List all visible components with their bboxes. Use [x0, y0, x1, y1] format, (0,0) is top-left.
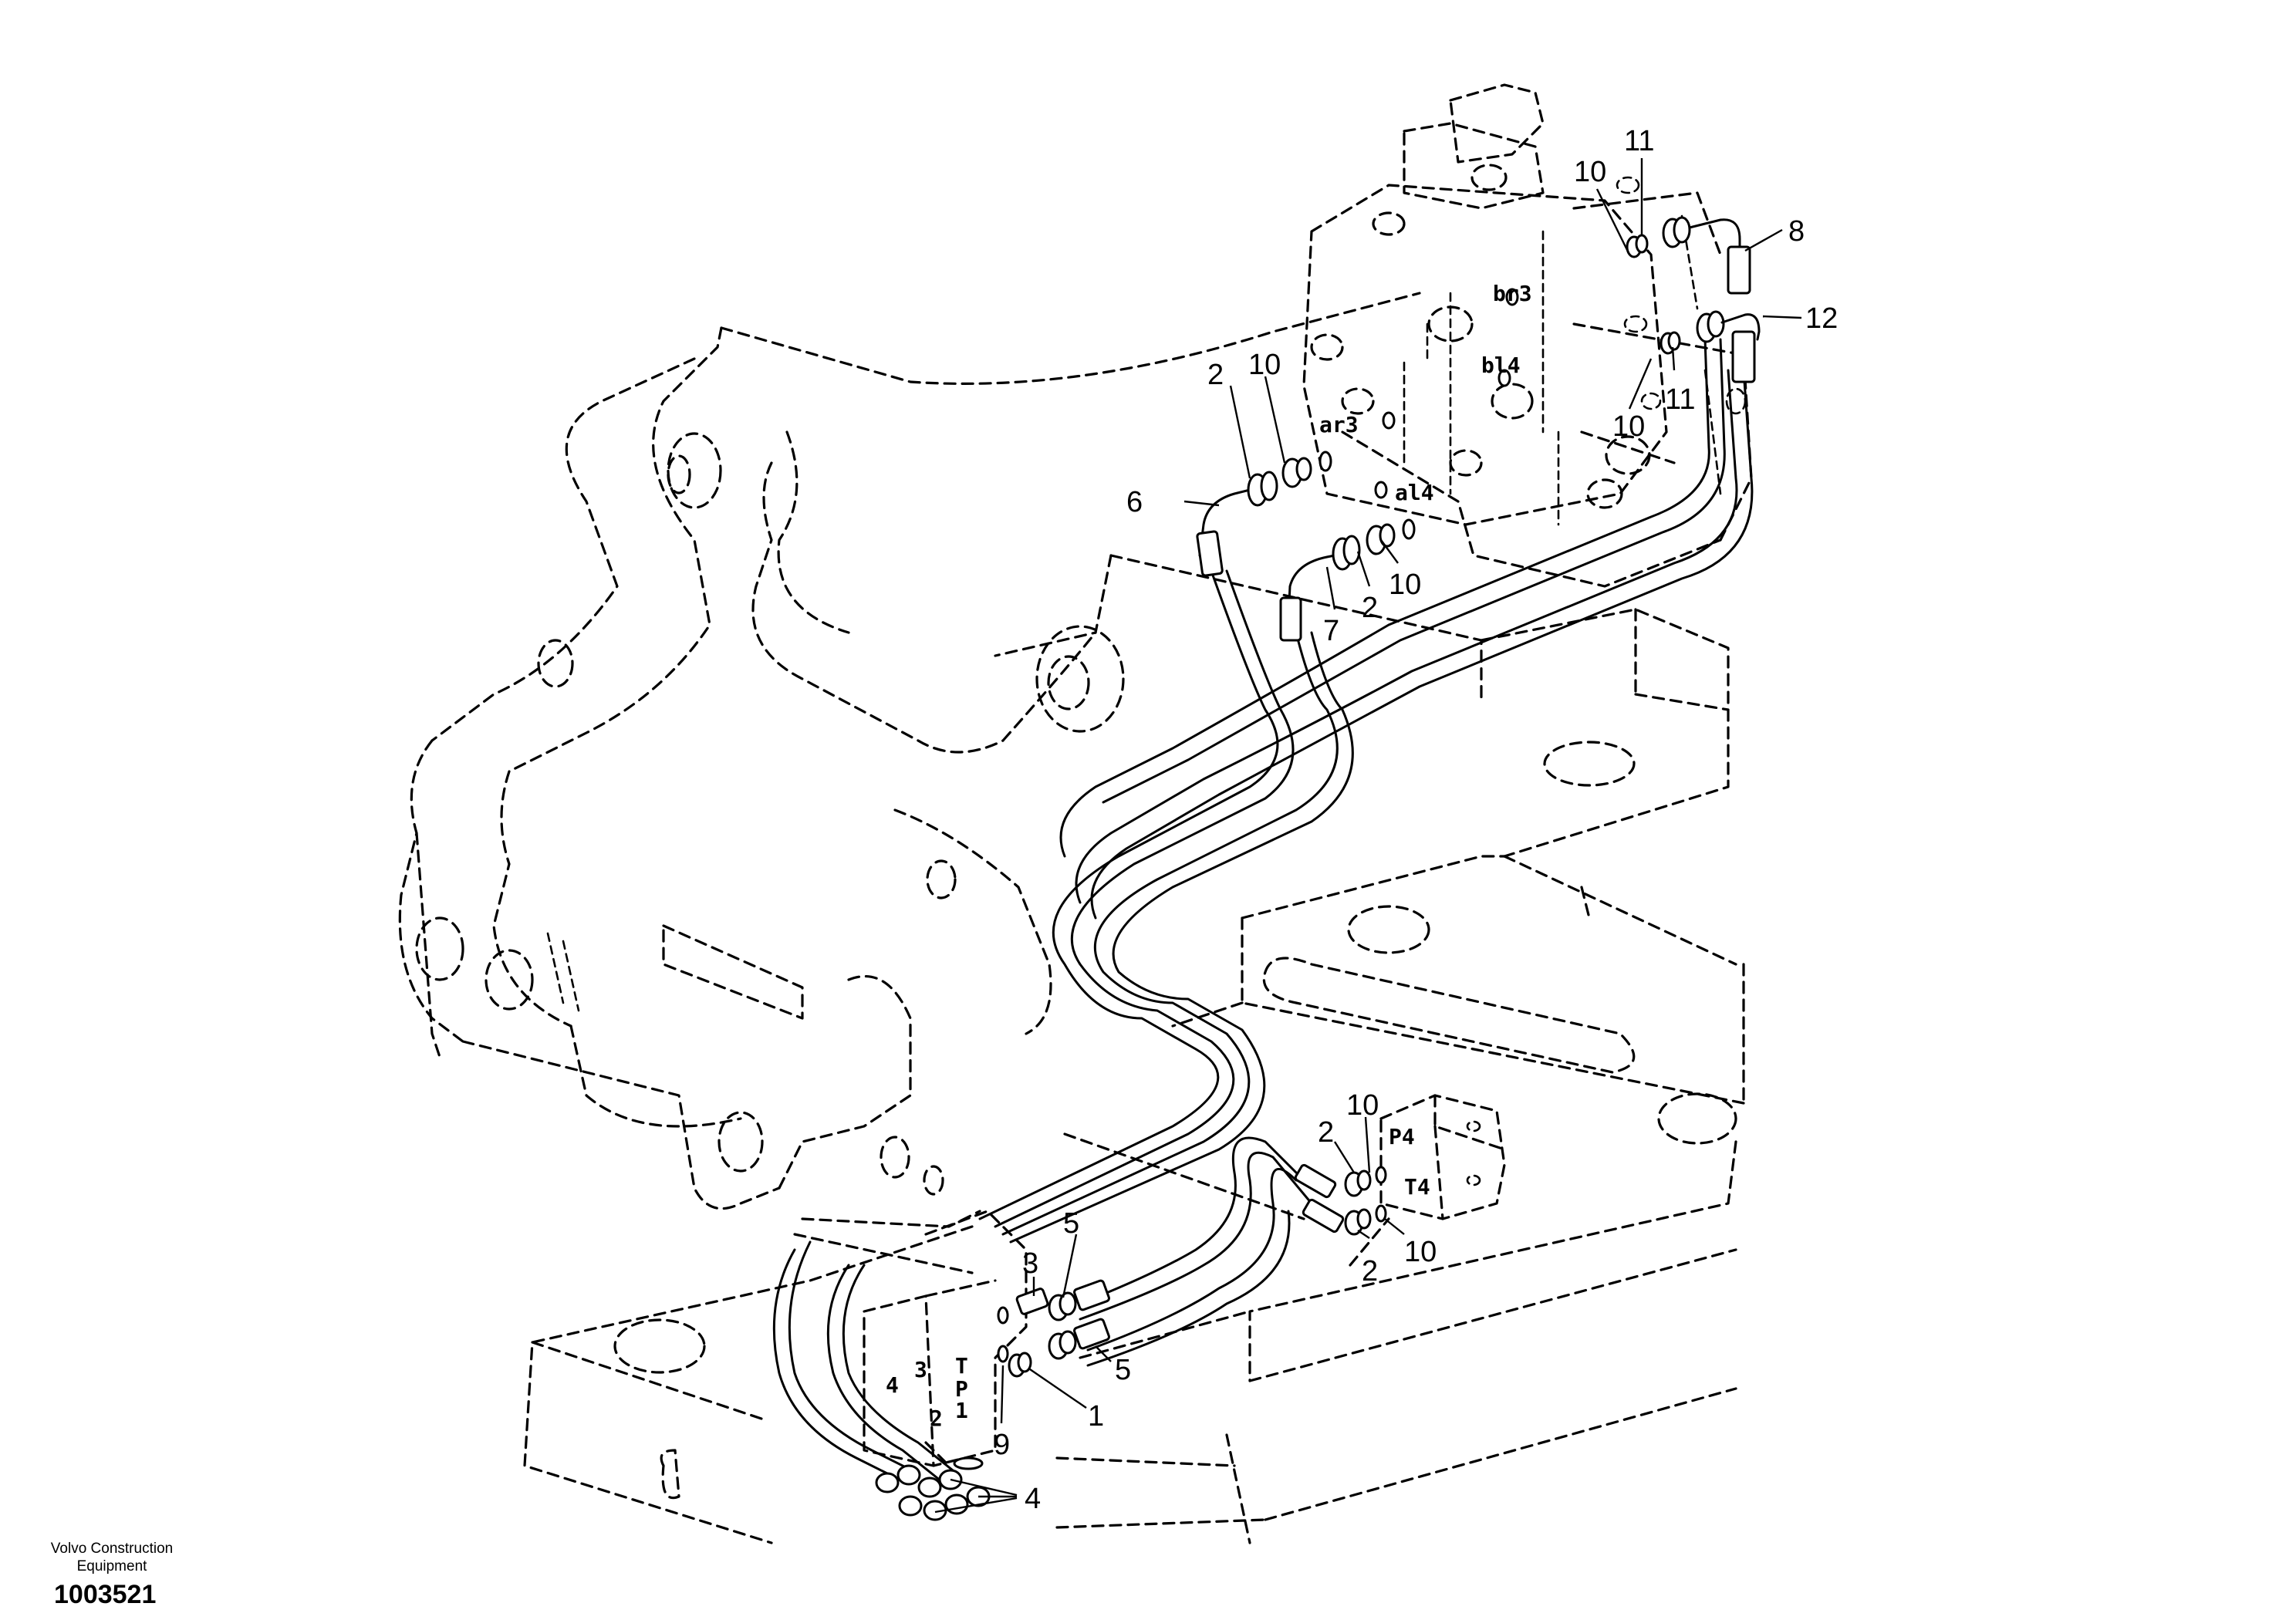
port-label-br3: br3 — [1493, 281, 1532, 306]
callout-10-left: 10 — [1248, 349, 1281, 381]
callout-10-t4: 10 — [1404, 1236, 1437, 1268]
document-number: 1003521 — [54, 1580, 157, 1609]
port-label-t: T — [955, 1353, 968, 1379]
port-label-t4: T4 — [1404, 1174, 1430, 1200]
callout-5-lower: 5 — [1115, 1354, 1131, 1386]
port-labels: br3 bl4 ar3 al4 P4 T4 T P 1 2 3 4 — [886, 281, 1532, 1431]
callout-11-mid: 11 — [1665, 383, 1695, 416]
callout-5-upper: 5 — [1063, 1207, 1079, 1240]
boom-bracket-outline — [398, 292, 1483, 1210]
callout-2-left: 2 — [1207, 359, 1224, 391]
port-label-al4: al4 — [1395, 480, 1434, 505]
callout-3: 3 — [1022, 1247, 1038, 1280]
manufacturer-line-1: Volvo Construction — [50, 1541, 174, 1557]
callout-10-p4: 10 — [1346, 1089, 1379, 1122]
port-label-p4: P4 — [1389, 1124, 1415, 1149]
callout-8: 8 — [1788, 215, 1805, 248]
callout-10-mid: 10 — [1612, 410, 1645, 443]
port-block-p4-t4 — [1379, 1094, 1506, 1220]
callout-7: 7 — [1323, 615, 1339, 647]
main-control-valve — [1302, 83, 1753, 588]
port-label-bl4: bl4 — [1481, 353, 1521, 378]
callout-labels: 11 10 8 12 11 10 10 2 6 7 2 10 10 2 10 2… — [994, 125, 1838, 1515]
lower-base-outline — [523, 1225, 1737, 1544]
port-label-1: 1 — [955, 1398, 968, 1423]
port-label-ar3: ar3 — [1319, 412, 1359, 437]
port-label-3: 3 — [914, 1357, 927, 1382]
callout-6: 6 — [1126, 486, 1143, 518]
hose-routes — [772, 338, 1754, 1483]
manufacturer-label: Volvo Construction Equipment — [23, 1540, 201, 1575]
callout-2-mid: 2 — [1362, 592, 1378, 624]
callout-4: 4 — [1025, 1483, 1041, 1515]
callout-1: 1 — [1088, 1400, 1104, 1433]
callout-2-t4: 2 — [1362, 1255, 1378, 1288]
manufacturer-line-2: Equipment — [76, 1558, 147, 1574]
callout-12: 12 — [1805, 302, 1838, 335]
callout-10-lower: 10 — [1389, 569, 1421, 601]
callout-9: 9 — [994, 1429, 1010, 1461]
hose-fittings — [875, 216, 1761, 1521]
leader-lines — [934, 158, 1802, 1514]
pilot-valve-block — [793, 1210, 1028, 1467]
port-label-4: 4 — [886, 1372, 899, 1398]
callout-2-p4: 2 — [1318, 1116, 1334, 1149]
port-label-p: P — [955, 1376, 968, 1402]
port-label-2: 2 — [930, 1406, 943, 1431]
callout-11-top: 11 — [1624, 125, 1654, 157]
callout-10-top: 10 — [1574, 156, 1606, 188]
upper-frame-outline — [1063, 608, 1745, 1382]
